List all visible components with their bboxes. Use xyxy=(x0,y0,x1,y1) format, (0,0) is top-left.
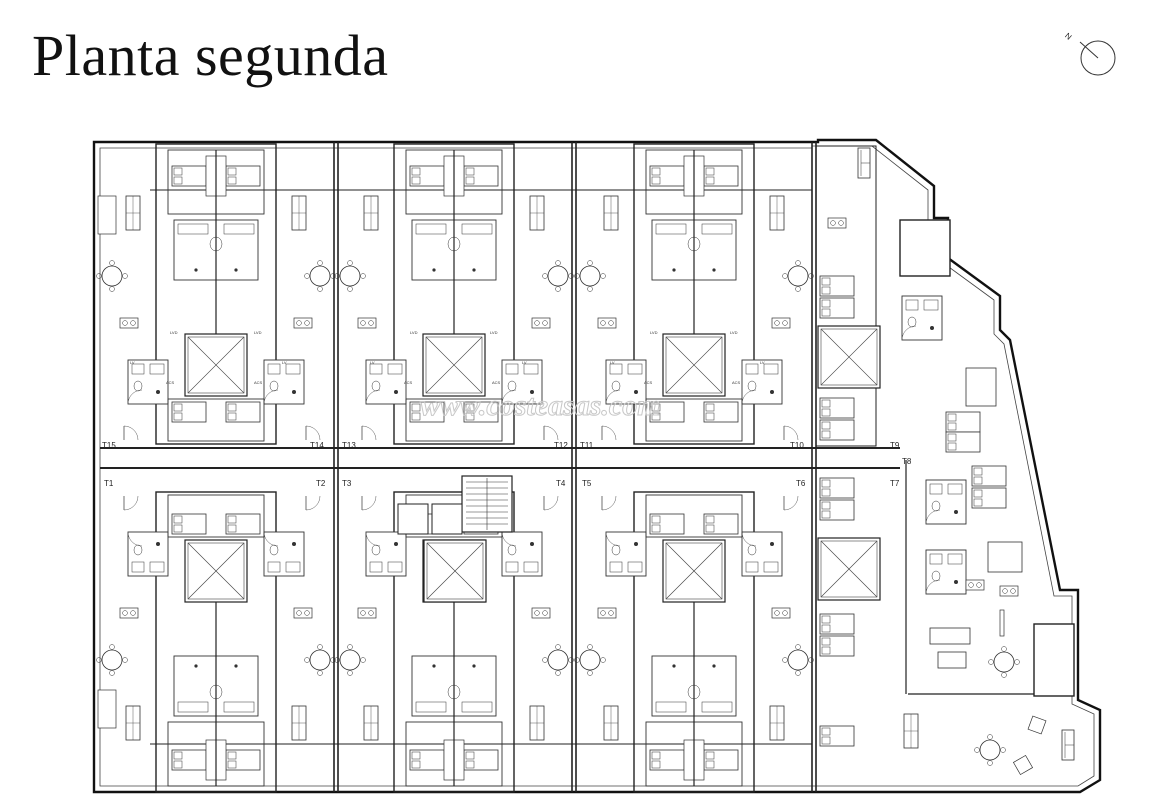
stair-tag: T2 xyxy=(316,479,326,488)
page-title: Planta segunda xyxy=(32,23,389,88)
stair-tag: T12 xyxy=(554,441,568,450)
stair-core xyxy=(397,475,513,603)
room-code: LV xyxy=(522,360,527,365)
room-code: ACS xyxy=(732,380,741,385)
windows xyxy=(97,195,1005,729)
stair-tag: T15 xyxy=(102,441,116,450)
apartments-bottom-row xyxy=(97,492,814,792)
stair-tag: T1 xyxy=(104,479,114,488)
room-code: ACS xyxy=(166,380,175,385)
structural-walls xyxy=(100,142,900,792)
east-wing xyxy=(815,145,1075,776)
room-code: LVD xyxy=(410,330,418,335)
stair-tag: T9 xyxy=(890,441,900,450)
room-code: LV xyxy=(370,360,375,365)
room-codes: LVD LVD LVD LVD LVD LVD ACS ACS ACS ACS … xyxy=(130,330,765,385)
room-code: LVD xyxy=(254,330,262,335)
stair-tag: T11 xyxy=(580,441,594,450)
room-code: LV xyxy=(282,360,287,365)
stair-tag: T7 xyxy=(890,479,900,488)
stair-tag: T4 xyxy=(556,479,566,488)
room-code: LVD xyxy=(730,330,738,335)
room-code: LV xyxy=(130,360,135,365)
compass-icon: N xyxy=(1063,31,1116,76)
stair-tag: T6 xyxy=(796,479,806,488)
stair-tag: T3 xyxy=(342,479,352,488)
room-code: ACS xyxy=(254,380,263,385)
room-code: ACS xyxy=(492,380,501,385)
stair-tag: T13 xyxy=(342,441,356,450)
room-code: LVD xyxy=(490,330,498,335)
stair-tag: T8 xyxy=(902,457,912,466)
stair-tags: T1 T2 T3 T4 T5 T6 T7 T8 T9 T10 T11 T12 T… xyxy=(102,441,912,488)
stair-tag: T5 xyxy=(582,479,592,488)
room-code: LV xyxy=(610,360,615,365)
stair-tag: T14 xyxy=(310,441,324,450)
stair-tag: T10 xyxy=(790,441,804,450)
room-code: LVD xyxy=(170,330,178,335)
room-code: LV xyxy=(760,360,765,365)
room-code: ACS xyxy=(644,380,653,385)
room-code: ACS xyxy=(404,380,413,385)
watermark: www.costeasas.com xyxy=(420,389,661,422)
compass-north-label: N xyxy=(1063,31,1073,42)
room-code: LVD xyxy=(650,330,658,335)
